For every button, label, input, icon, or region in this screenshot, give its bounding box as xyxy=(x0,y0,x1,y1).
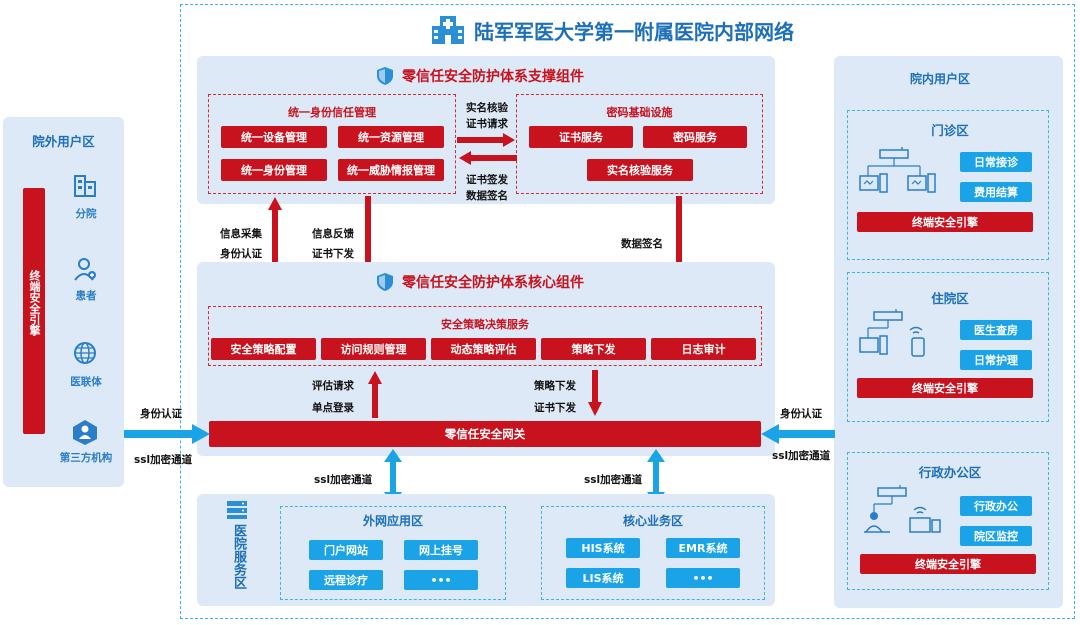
ward-title: 住院区 xyxy=(931,291,969,306)
outside-engine-label: 终端安全引擎 xyxy=(28,270,41,336)
clinic-btn-reception[interactable]: 日常接诊 xyxy=(960,152,1032,172)
identity-trust-box xyxy=(208,94,456,194)
admin-btn-office[interactable]: 行政办公 xyxy=(960,496,1032,516)
outside-zone-title: 院外用户区 xyxy=(32,134,95,149)
arrow-right-blue-left xyxy=(124,424,210,444)
flow-ssl-right: ssl加密通道 xyxy=(772,450,831,462)
main-title: 陆军军医大学第一附属医院内部网络 xyxy=(474,20,794,44)
zero-trust-gateway[interactable]: 零信任安全网关 xyxy=(209,421,761,447)
arrow-left-red xyxy=(459,151,517,165)
flow-info-feedback-1: 信息反馈 xyxy=(312,228,354,240)
arrow-left-blue-right xyxy=(761,424,835,444)
external-btn-remote[interactable]: 远程诊疗 xyxy=(309,570,383,590)
ward-devices-icon xyxy=(859,309,925,357)
arrow-down-policy-issue xyxy=(588,370,602,416)
crypto-btn-realname[interactable]: 实名核验服务 xyxy=(587,159,693,181)
link-bottom-1: 证书签发 xyxy=(466,174,508,186)
flow-eval-request-1: 评估请求 xyxy=(312,380,354,392)
clinic-title: 门诊区 xyxy=(931,123,969,138)
crypto-btn-password[interactable]: 密码服务 xyxy=(643,126,747,148)
ward-btn-nursing[interactable]: 日常护理 xyxy=(960,350,1032,370)
branch-icon xyxy=(74,175,96,197)
outside-item-third-party: 第三方机构 xyxy=(59,452,113,464)
flow-ssl-left: ssl加密通道 xyxy=(134,454,193,466)
flow-eval-request-2: 单点登录 xyxy=(312,402,354,414)
shield-icon xyxy=(377,67,393,85)
hospital-icon xyxy=(432,16,464,44)
external-app-title: 外网应用区 xyxy=(362,514,423,528)
external-app-zone xyxy=(280,506,506,600)
external-btn-portal[interactable]: 门户网站 xyxy=(309,540,383,560)
support-title: 零信任安全防护体系支撑组件 xyxy=(402,69,584,85)
core-business-zone xyxy=(541,506,765,600)
admin-engine[interactable]: 终端安全引擎 xyxy=(860,554,1036,574)
patient-icon xyxy=(74,258,96,281)
decision-btn-issue[interactable]: 策略下发 xyxy=(541,338,646,360)
flow-policy-issue-2: 证书下发 xyxy=(534,402,576,414)
identity-btn-device[interactable]: 统一设备管理 xyxy=(221,126,327,148)
core-btn-more[interactable]: ••• xyxy=(666,568,740,588)
decision-btn-config[interactable]: 安全策略配置 xyxy=(211,338,316,360)
flow-ssl-mid-left: ssl加密通道 xyxy=(314,474,373,486)
third-party-icon xyxy=(73,420,97,445)
core-btn-emr[interactable]: EMR系统 xyxy=(666,538,740,558)
flow-info-collect-2: 身份认证 xyxy=(220,248,262,260)
link-top-2: 证书请求 xyxy=(466,118,508,130)
flow-policy-issue-1: 策略下发 xyxy=(534,380,576,392)
identity-btn-identity[interactable]: 统一身份管理 xyxy=(221,159,327,181)
decision-box xyxy=(208,306,762,366)
admin-btn-monitor[interactable]: 院区监控 xyxy=(960,526,1032,546)
flow-auth-left: 身份认证 xyxy=(140,408,182,420)
arrow-right-red xyxy=(457,133,515,147)
decision-title: 安全策略决策服务 xyxy=(441,318,529,331)
flow-info-collect-1: 信息采集 xyxy=(220,228,262,240)
flow-auth-right: 身份认证 xyxy=(780,408,822,420)
alliance-icon xyxy=(74,342,96,364)
inside-zone-title: 院内用户区 xyxy=(909,72,970,86)
clinic-zone xyxy=(847,110,1049,260)
arrow-up-eval-request xyxy=(368,371,382,418)
outside-engine-bar xyxy=(23,188,45,434)
core-business-title: 核心业务区 xyxy=(622,514,683,528)
external-btn-register[interactable]: 网上挂号 xyxy=(404,540,478,560)
identity-btn-resource[interactable]: 统一资源管理 xyxy=(338,126,444,148)
flow-data-sign: 数据签名 xyxy=(621,238,663,250)
link-top-1: 实名核验 xyxy=(466,102,508,114)
admin-title: 行政办公区 xyxy=(918,465,982,480)
service-zone-title: 医院服务区 xyxy=(231,524,246,589)
clinic-btn-billing[interactable]: 费用结算 xyxy=(960,182,1032,202)
crypto-btn-cert[interactable]: 证书服务 xyxy=(529,126,633,148)
crypto-box xyxy=(516,94,763,194)
flow-ssl-mid-right: ssl加密通道 xyxy=(584,474,643,486)
server-icon xyxy=(227,501,247,519)
clinic-engine[interactable]: 终端安全引擎 xyxy=(857,212,1033,232)
arrow-up-info-collect xyxy=(268,197,282,306)
main-title-group: 陆军军医大学第一附属医院内部网络 xyxy=(430,12,850,48)
ward-btn-rounds[interactable]: 医生查房 xyxy=(960,320,1032,340)
ward-zone xyxy=(847,272,1049,422)
admin-zone xyxy=(847,452,1049,590)
decision-btn-eval[interactable]: 动态策略评估 xyxy=(431,338,536,360)
ward-engine[interactable]: 终端安全引擎 xyxy=(857,378,1033,398)
identity-btn-threat[interactable]: 统一威胁情报管理 xyxy=(338,159,444,181)
core-btn-his[interactable]: HIS系统 xyxy=(566,538,640,558)
outside-item-alliance: 医联体 xyxy=(70,376,102,388)
flow-info-feedback-2: 证书下发 xyxy=(312,248,354,260)
shield-icon xyxy=(377,273,393,291)
crypto-title: 密码基础设施 xyxy=(606,106,673,119)
outside-item-patient: 患者 xyxy=(75,290,97,302)
decision-btn-audit[interactable]: 日志审计 xyxy=(651,338,756,360)
link-bottom-2: 数据签名 xyxy=(466,190,508,202)
identity-trust-title: 统一身份信任管理 xyxy=(288,106,376,119)
core-title: 零信任安全防护体系核心组件 xyxy=(402,275,584,291)
clinic-devices-icon xyxy=(859,147,936,193)
decision-btn-rules[interactable]: 访问规则管理 xyxy=(321,338,426,360)
external-btn-more[interactable]: ••• xyxy=(404,570,478,590)
admin-devices-icon xyxy=(864,485,941,533)
internal-network-border xyxy=(180,4,1075,619)
core-btn-lis[interactable]: LIS系统 xyxy=(566,568,640,588)
outside-item-branch: 分院 xyxy=(75,208,97,220)
